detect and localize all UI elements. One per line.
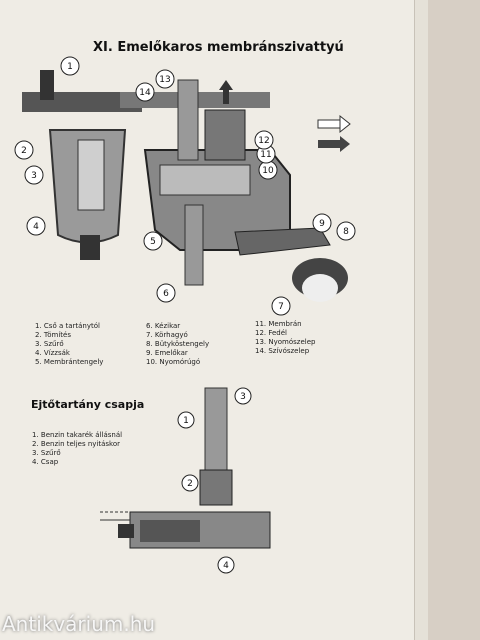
svg-text:8: 8 bbox=[343, 227, 349, 237]
svg-text:11: 11 bbox=[260, 150, 271, 160]
page-edge bbox=[414, 0, 429, 640]
legend-item: 9. Emelőkar bbox=[146, 349, 188, 357]
legend-item: 1. Cső a tartánytól bbox=[35, 322, 100, 330]
callout-8: 8 bbox=[336, 221, 356, 241]
svg-text:6: 6 bbox=[163, 289, 169, 299]
callout-10: 10 bbox=[258, 160, 278, 180]
svg-text:7: 7 bbox=[278, 302, 284, 312]
callout-13: 13 bbox=[155, 69, 175, 89]
callout-1: 1 bbox=[60, 56, 80, 76]
legend-item: 12. Fedél bbox=[255, 329, 288, 337]
legend-column-2: 6. Kézikar 7. Körhagyó 8. Bütyköstengely… bbox=[146, 322, 209, 367]
legend-item: 4. Vízzsák bbox=[35, 349, 70, 357]
svg-text:3: 3 bbox=[31, 171, 37, 181]
legend-item: 7. Körhagyó bbox=[146, 331, 188, 339]
legend-item: 3. Szűrő bbox=[35, 340, 64, 348]
page-title: XI. Emelőkaros membránszivattyú bbox=[93, 40, 344, 55]
section-title: Ejtőtartány csapja bbox=[31, 398, 145, 411]
legend-item: 8. Bütyköstengely bbox=[146, 340, 210, 348]
callout-11: 11 bbox=[256, 144, 276, 164]
callout-3: 3 bbox=[24, 165, 44, 185]
callout-2: 2 bbox=[14, 140, 34, 160]
legend-item: 4. Csap bbox=[32, 458, 59, 466]
legend-column-3: 11. Membrán 12. Fedél 13. Nyomószelep 14… bbox=[255, 320, 315, 356]
legend-item: 6. Kézikar bbox=[146, 322, 181, 330]
legend-item: 11. Membrán bbox=[255, 320, 302, 328]
svg-text:2: 2 bbox=[21, 146, 27, 156]
svg-text:13: 13 bbox=[159, 75, 170, 85]
svg-text:4: 4 bbox=[223, 561, 229, 571]
callout-14: 14 bbox=[135, 82, 155, 102]
legend-item: 13. Nyomószelep bbox=[255, 338, 316, 346]
svg-text:1: 1 bbox=[67, 62, 73, 72]
svg-text:14: 14 bbox=[139, 88, 151, 98]
svg-text:4: 4 bbox=[33, 222, 39, 232]
callout-5: 5 bbox=[143, 231, 163, 251]
svg-text:10: 10 bbox=[262, 166, 274, 176]
legend-item: 10. Nyomórúgó bbox=[146, 358, 201, 366]
svg-text:3: 3 bbox=[240, 392, 246, 402]
callout-7: 7 bbox=[271, 296, 291, 316]
svg-text:2: 2 bbox=[187, 479, 193, 489]
legend-item: 3. Szűrő bbox=[32, 449, 61, 457]
background-surface bbox=[428, 0, 480, 640]
watermark: Antikvárium.hu bbox=[2, 612, 156, 636]
svg-text:9: 9 bbox=[319, 219, 325, 229]
legend-column-1: 1. Cső a tartánytól 2. Tömítés 3. Szűrő … bbox=[35, 322, 103, 367]
tap-callout-2: 2 bbox=[181, 474, 199, 492]
legend-item: 1. Benzin takarék állásnál bbox=[32, 431, 123, 439]
tap-legend: 1. Benzin takarék állásnál 2. Benzin tel… bbox=[32, 431, 122, 467]
callout-4: 4 bbox=[26, 216, 46, 236]
callout-12: 12 bbox=[254, 130, 274, 150]
callout-9: 9 bbox=[312, 213, 332, 233]
callout-6: 6 bbox=[156, 283, 176, 303]
legend-item: 5. Membrántengely bbox=[35, 358, 104, 366]
legend-item: 2. Tömítés bbox=[35, 331, 72, 339]
svg-text:1: 1 bbox=[183, 416, 189, 426]
svg-text:5: 5 bbox=[150, 237, 156, 247]
tap-callout-1: 1 bbox=[177, 411, 195, 429]
svg-text:12: 12 bbox=[258, 136, 269, 146]
tap-callout-4: 4 bbox=[217, 556, 235, 574]
tap-drawing bbox=[100, 387, 271, 549]
legend-item: 2. Benzin teljes nyitáskor bbox=[32, 440, 121, 448]
legend-item: 14. Szívószelep bbox=[255, 347, 310, 355]
membrane-pump-drawing bbox=[22, 70, 351, 302]
tap-callout-3: 3 bbox=[234, 387, 252, 405]
